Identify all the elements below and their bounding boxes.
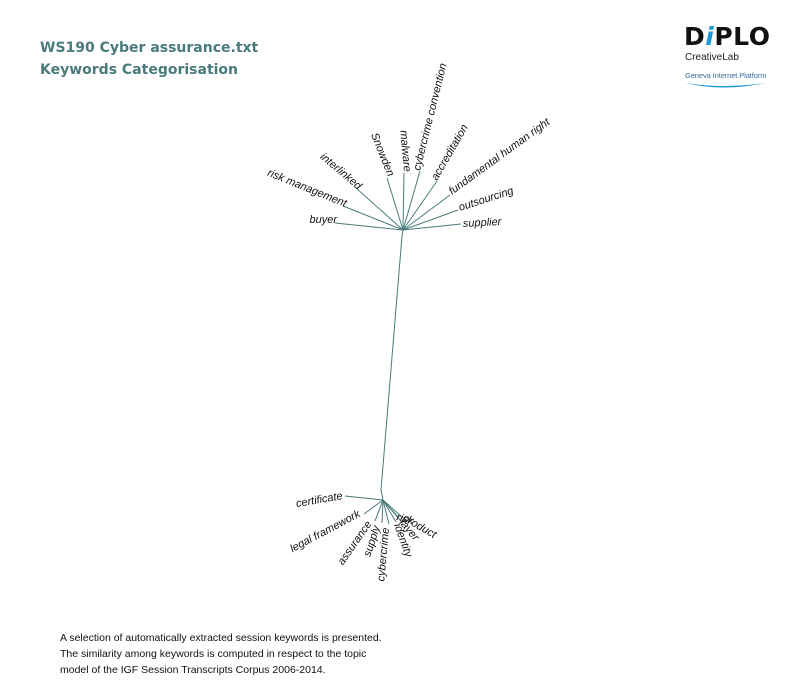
upper-edge (355, 187, 404, 231)
explanation-note: A selection of automatically extracted s… (60, 630, 382, 678)
upper-edge (386, 177, 404, 231)
logo-swoosh-icon (685, 83, 764, 88)
upper-edge (402, 194, 451, 231)
upper-edge (334, 222, 404, 231)
lower-stem-edge (380, 489, 384, 501)
upper-edge (402, 170, 421, 231)
keyword-label: certificate (295, 490, 343, 510)
lower-edge (363, 499, 384, 515)
keyword-label: Snowden (368, 131, 396, 178)
lower-edge (374, 499, 384, 522)
keyword-label: supplier (463, 216, 503, 230)
document-title: WS190 Cyber assurance.txt (40, 40, 259, 56)
lower-edge (382, 499, 399, 518)
keyword-label: interlinked (318, 151, 365, 193)
logo-line1: CreativeLab (685, 52, 739, 63)
upper-stem-edge (401, 229, 404, 237)
keyword-label: outsourcing (457, 185, 516, 214)
lower-edge (381, 499, 384, 524)
tree-trunk-edge (380, 235, 403, 491)
upper-edge (342, 205, 404, 231)
explanation-line-3: model of the IGF Session Transcripts Cor… (60, 664, 326, 676)
upper-edge (402, 172, 405, 231)
keyword-label: cybercrime (375, 527, 392, 582)
lower-edge (382, 499, 404, 519)
explanation-line-1: A selection of automatically extracted s… (60, 632, 382, 644)
keyword-label: malware (397, 130, 413, 172)
keyword-label: accreditation (429, 122, 471, 182)
tree-edges (334, 170, 462, 525)
logo-brand: DiPLO (684, 22, 771, 51)
lower-edge (344, 495, 384, 501)
explanation-line-2: The similarity among keywords is compute… (60, 648, 367, 660)
upper-edge (402, 223, 462, 231)
lower-edge (382, 499, 397, 523)
diplo-logo: DiPLO CreativeLab Geneva Internet Platfo… (684, 22, 774, 94)
lower-edge (382, 499, 390, 525)
keyword-label: risk (395, 511, 415, 527)
upper-edge (402, 180, 438, 231)
upper-edge (402, 209, 459, 231)
logo-line2: Geneva Internet Platform (685, 71, 767, 80)
document-subtitle: Keywords Categorisation (40, 62, 239, 78)
keyword-label: buyer (309, 214, 338, 226)
